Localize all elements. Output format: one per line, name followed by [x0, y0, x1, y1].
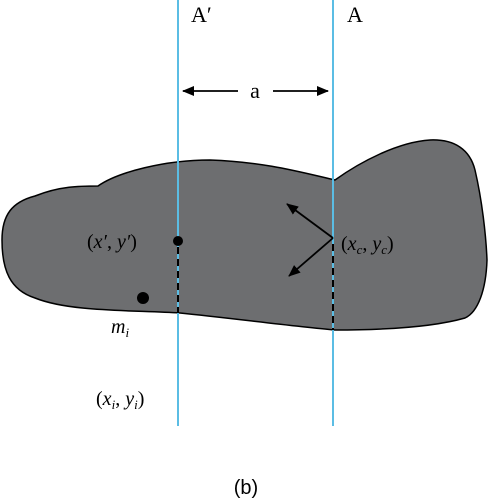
center-coordinate-label: (xc, yc): [341, 233, 394, 257]
axis-a-prime-label: A′: [191, 2, 212, 27]
particle-coordinate-label: (xi, yi): [96, 388, 144, 412]
vector-lower: [288, 237, 334, 277]
vector-upper: [286, 203, 334, 239]
mass-label: mi: [111, 316, 129, 340]
figure-caption: (b): [234, 477, 258, 499]
point-primed-dot: [173, 236, 183, 246]
rigid-body-shape: [1, 139, 488, 331]
axis-a-label: A: [347, 2, 363, 27]
primed-coordinate-label: (x′, y′): [87, 231, 137, 253]
separation-label: a: [250, 78, 260, 103]
point-mass-dot: [137, 292, 149, 304]
